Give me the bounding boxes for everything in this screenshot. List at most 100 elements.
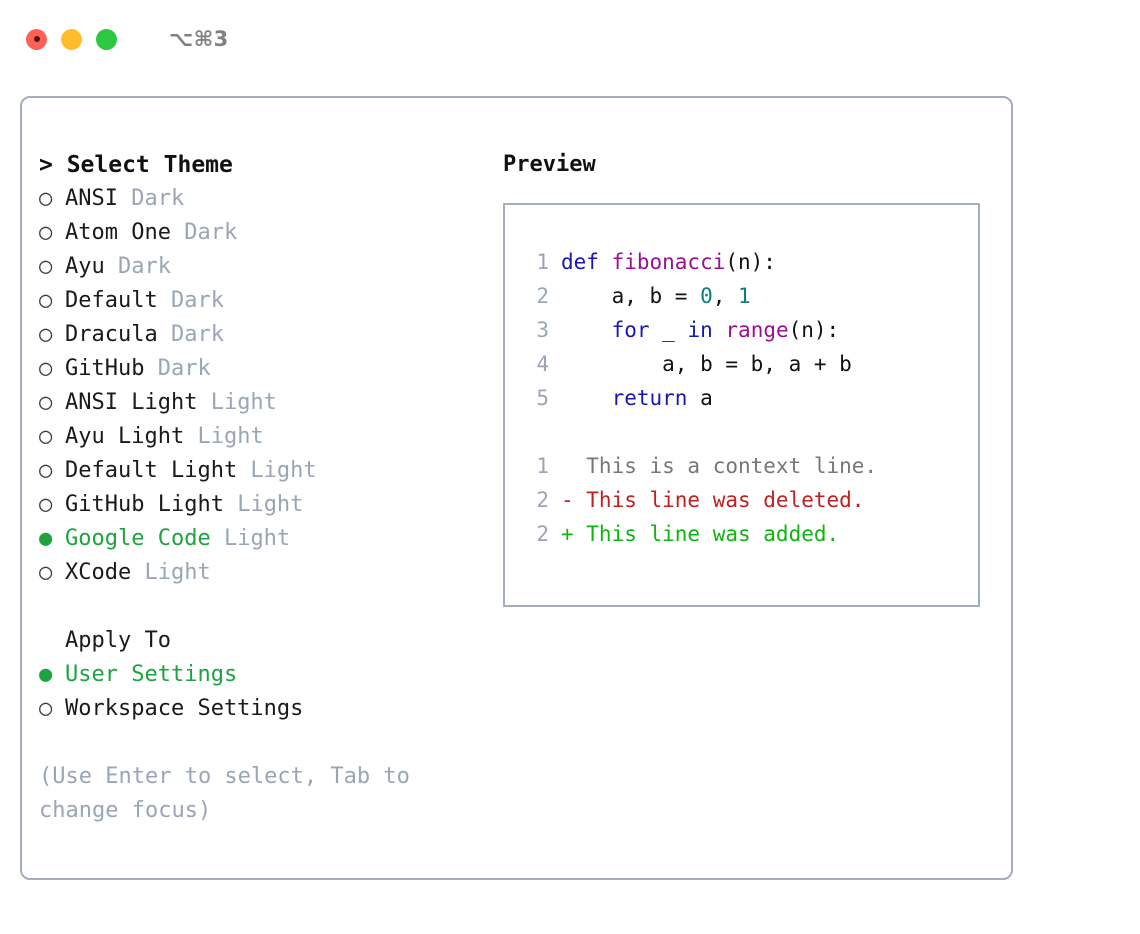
token-pl: , [712, 284, 739, 308]
token-kw: def [561, 250, 612, 274]
theme-list[interactable]: ○ANSI Dark○Atom One Dark○Ayu Dark○Defaul… [39, 182, 509, 590]
line-number: 2 [536, 488, 549, 512]
select-theme-prompt: > Select Theme [39, 152, 233, 178]
token-pl: _ [649, 318, 688, 342]
token-fn: range [725, 318, 789, 342]
radio-unselected-icon: ○ [39, 254, 53, 279]
preview-heading: Preview [503, 152, 596, 177]
minimize-button[interactable] [61, 28, 82, 50]
token-pl [561, 386, 612, 410]
close-button[interactable] [26, 28, 47, 50]
code-line-text: def fibonacci(n): [561, 245, 776, 279]
theme-variant-badge: Dark [157, 322, 224, 347]
token-pl: a, b = [561, 284, 701, 308]
theme-option-7[interactable]: ○Ayu Light Light [39, 420, 509, 454]
theme-option-1[interactable]: ○Atom One Dark [39, 216, 509, 250]
titlebar: ⌥⌘3 [0, 0, 1140, 78]
token-pl: a, b = b, a + b [561, 352, 852, 376]
theme-variant-badge: Dark [157, 288, 224, 313]
keyboard-hint-text: (Use Enter to select, Tab to change focu… [39, 764, 424, 823]
token-del: - This line was deleted. [561, 488, 865, 512]
theme-option-label: Ayu [65, 254, 105, 279]
theme-option-11[interactable]: ○XCode Light [39, 556, 509, 590]
radio-selected-icon: ● [39, 662, 53, 687]
apply-to-heading: Apply To [65, 628, 171, 653]
theme-option-8[interactable]: ○ Default Light Light [39, 454, 509, 488]
token-add: + This line was added. [561, 522, 840, 546]
theme-variant-badge: Light [131, 560, 211, 585]
window-controls [26, 28, 117, 50]
radio-selected-icon: ● [39, 526, 53, 551]
theme-option-label: Atom One [65, 220, 171, 245]
code-blank-line [519, 415, 978, 449]
theme-option-3[interactable]: ○ Default Dark [39, 284, 509, 318]
theme-option-label: Default Light [65, 458, 238, 483]
theme-option-6[interactable]: ○ANSI Light Light [39, 386, 509, 420]
code-line-text: This is a context line. [561, 449, 877, 483]
code-line-text: + This line was added. [561, 517, 839, 551]
theme-option-4[interactable]: ○ Dracula Dark [39, 318, 509, 352]
code-line-text: a, b = b, a + b [561, 347, 852, 381]
radio-unselected-icon: ○ [39, 322, 53, 347]
line-number: 1 [536, 250, 549, 274]
theme-variant-badge: Light [210, 526, 291, 551]
diff-sample: 1 This is a context line. 2 - This line wa… [519, 449, 978, 551]
radio-unselected-icon: ○ [39, 288, 53, 313]
zoom-button[interactable] [96, 28, 117, 50]
token-ctx: This is a context line. [561, 454, 878, 478]
radio-unselected-icon: ○ [39, 696, 53, 721]
code-line-0: 1 def fibonacci(n): [519, 245, 978, 279]
radio-unselected-icon: ○ [39, 356, 53, 381]
token-kw: return [611, 386, 688, 410]
theme-option-label: GitHub Light [65, 492, 224, 517]
token-num: 0 [700, 284, 713, 308]
main-panel: > Select Theme ○ANSI Dark○Atom One Dark○… [20, 96, 1013, 880]
theme-option-label: ANSI [65, 186, 118, 211]
theme-option-label: GitHub [65, 356, 145, 381]
code-line-text: - This line was deleted. [561, 483, 864, 517]
theme-variant-badge: Light [237, 458, 317, 483]
radio-unselected-icon: ○ [39, 390, 53, 415]
theme-selector-column: > Select Theme ○ANSI Dark○Atom One Dark○… [39, 148, 509, 828]
token-num: 1 [738, 284, 751, 308]
theme-variant-badge: Light [184, 424, 264, 449]
radio-unselected-icon: ○ [39, 458, 53, 483]
token-pl [713, 318, 726, 342]
radio-unselected-icon: ○ [39, 492, 53, 517]
theme-option-10[interactable]: ● Google Code Light [39, 522, 509, 556]
code-line-3: 4 a, b = b, a + b [519, 347, 978, 381]
line-number: 4 [536, 352, 549, 376]
theme-option-9[interactable]: ○ GitHub Light Light [39, 488, 509, 522]
diff-line-1: 2 - This line was deleted. [519, 483, 978, 517]
code-line-4: 5 return a [519, 381, 978, 415]
code-line-text: return a [561, 381, 713, 415]
token-pl: a [687, 386, 713, 410]
theme-option-0[interactable]: ○ANSI Dark [39, 182, 509, 216]
apply-to-option-1[interactable]: ○Workspace Settings [39, 692, 509, 726]
theme-variant-badge: Dark [144, 356, 211, 381]
line-number: 5 [536, 386, 549, 410]
code-line-2: 3 for _ in range(n): [519, 313, 978, 347]
theme-option-label: Dracula [65, 322, 158, 347]
apply-to-option-label: User Settings [65, 662, 238, 687]
theme-option-label: Google Code [65, 526, 211, 551]
theme-option-label: ANSI Light [65, 390, 198, 415]
code-line-text: for _ in range(n): [561, 313, 840, 347]
code-line-1: 2 a, b = 0, 1 [519, 279, 978, 313]
theme-variant-badge: Light [223, 492, 304, 517]
theme-option-2[interactable]: ○Ayu Dark [39, 250, 509, 284]
token-pl [561, 318, 612, 342]
apply-to-option-0[interactable]: ● User Settings [39, 658, 509, 692]
radio-unselected-icon: ○ [39, 186, 53, 211]
apply-to-list[interactable]: ● User Settings ○Workspace Settings [39, 658, 509, 726]
code-line-text: a, b = 0, 1 [561, 279, 751, 313]
line-number: 1 [536, 454, 549, 478]
theme-option-5[interactable]: ○ GitHub Dark [39, 352, 509, 386]
token-pl: (n): [788, 318, 840, 342]
line-number: 2 [536, 522, 549, 546]
theme-option-label: Default [65, 288, 158, 313]
